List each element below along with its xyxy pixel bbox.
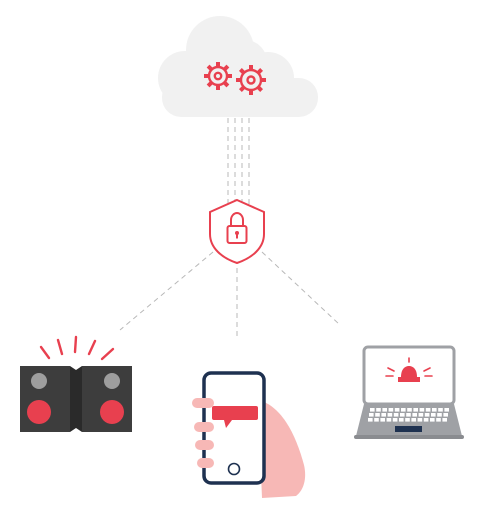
keyboard-key	[376, 408, 381, 412]
gear-icon-left	[204, 62, 232, 90]
keyboard-key	[381, 413, 386, 417]
cloud-gears-icon	[158, 16, 318, 117]
keyboard-key	[382, 408, 387, 412]
speaker-tweeter	[31, 373, 47, 389]
keyboard-key	[368, 418, 373, 422]
keyboard-key	[393, 413, 399, 417]
keyboard-key	[401, 408, 406, 412]
keyboard-key	[412, 413, 417, 417]
keyboard-key	[374, 418, 379, 422]
gear-icon-right	[236, 65, 266, 95]
chat-bubble-icon	[212, 406, 258, 428]
speaker-tweeter	[104, 373, 120, 389]
keyboard-key	[399, 418, 404, 422]
keyboard-key	[370, 408, 375, 412]
connector-lines	[119, 118, 341, 338]
keyboard-key	[411, 418, 416, 422]
keyboard-key	[369, 413, 374, 417]
keyboard-key	[406, 413, 411, 417]
keyboard-key	[432, 408, 437, 412]
speaker-woofer	[27, 400, 51, 424]
keyboard-key	[418, 413, 424, 417]
keyboard-key	[430, 418, 435, 422]
siren-icon	[385, 357, 433, 382]
alarm-rays	[39, 335, 115, 361]
laptop-alert-icon	[354, 345, 464, 439]
keyboard-key	[437, 413, 442, 417]
connector-security-speakers	[119, 251, 214, 331]
speaker-left	[20, 366, 76, 432]
keyboard-key	[387, 413, 393, 417]
keyboard-key	[444, 408, 449, 412]
cloud-shape	[158, 16, 318, 117]
keyboard-key	[405, 418, 410, 422]
keyboard-key	[425, 408, 431, 412]
keyboard-key	[424, 413, 430, 417]
keyboard-key	[443, 413, 448, 417]
keyboard-key	[413, 408, 418, 412]
laptop-keyboard	[368, 408, 449, 422]
lock-icon	[226, 211, 248, 244]
laptop-trackpad	[395, 426, 422, 432]
keyboard-key	[386, 418, 392, 422]
keyboard-key	[442, 418, 447, 422]
keyboard-key	[407, 408, 412, 412]
shield-lock-icon	[209, 198, 265, 265]
hand-palm	[258, 400, 306, 498]
hand-fingers	[192, 398, 214, 468]
speaker-right	[76, 366, 132, 432]
keyboard-key	[375, 413, 380, 417]
keyboard-key	[423, 418, 429, 422]
keyboard-key	[436, 418, 441, 422]
smartphone-notification-icon	[192, 371, 306, 498]
phone-home-button	[227, 462, 241, 476]
keyboard-key	[388, 408, 394, 412]
laptop-base-edge	[354, 435, 464, 439]
keyboard-key	[380, 418, 385, 422]
keyboard-key	[431, 413, 436, 417]
keyboard-key	[438, 408, 443, 412]
keyboard-key	[417, 418, 423, 422]
alarm-speakers-icon	[20, 335, 132, 432]
keyboard-key	[419, 408, 425, 412]
keyboard-key	[400, 413, 405, 417]
keyboard-key	[394, 408, 400, 412]
connector-security-laptop	[261, 251, 341, 326]
speaker-woofer	[100, 400, 124, 424]
keyboard-key	[392, 418, 398, 422]
